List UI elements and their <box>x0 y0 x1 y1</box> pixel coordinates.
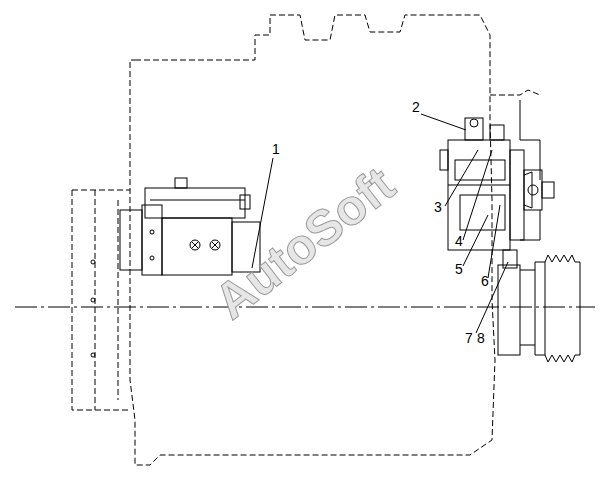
callout-number: 8 <box>477 331 485 345</box>
bolt <box>91 298 95 302</box>
starter-motor <box>120 178 260 275</box>
callout-number: 7 <box>465 331 473 345</box>
alternator <box>440 100 554 268</box>
bolt <box>91 260 95 264</box>
callout-number: 5 <box>455 262 463 276</box>
engine-outline <box>490 90 540 95</box>
callout-number: 2 <box>412 100 420 114</box>
callout-number: 6 <box>481 274 489 288</box>
engine-outline <box>130 15 495 465</box>
bolt <box>91 353 95 357</box>
flywheel-housing <box>72 190 130 410</box>
crank-pulley <box>498 255 580 362</box>
callout-number: 3 <box>434 200 442 214</box>
center-line <box>15 307 595 308</box>
watermark: AutoSoft <box>206 158 403 327</box>
callout-number: 4 <box>455 234 463 248</box>
callout-number: 1 <box>272 142 280 156</box>
